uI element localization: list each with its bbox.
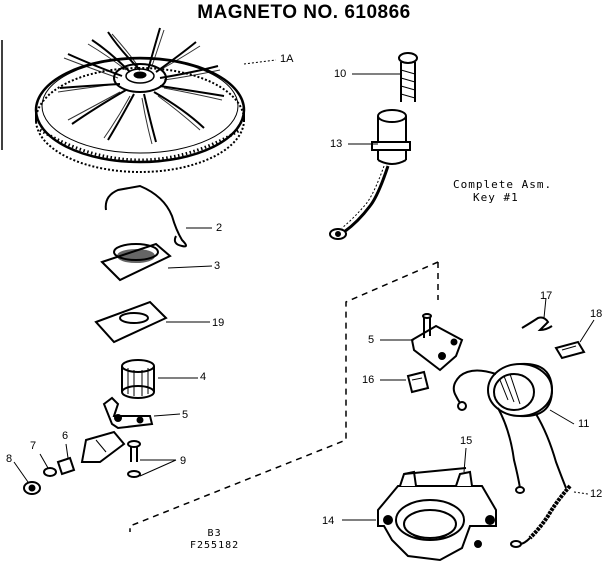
callout-14: 14 bbox=[322, 515, 335, 527]
callout-3: 3 bbox=[214, 260, 221, 272]
callout-4: 4 bbox=[200, 371, 207, 383]
callout-16: 16 bbox=[362, 374, 375, 386]
ground-wire-part bbox=[510, 484, 572, 548]
assembly-dashed-outline bbox=[129, 261, 439, 532]
complete-assembly-note: Complete Asm. Key #1 bbox=[453, 178, 552, 204]
callout-12: 12 bbox=[590, 488, 603, 500]
breaker-arm-part bbox=[23, 430, 126, 495]
note-line-2: Key #1 bbox=[473, 191, 519, 204]
callout-10: 10 bbox=[334, 68, 347, 80]
spring-wire-part bbox=[521, 316, 553, 332]
diagram-title: MAGNETO NO. 610866 bbox=[197, 2, 411, 23]
callout-17: 17 bbox=[540, 290, 553, 302]
bracket-left-part bbox=[102, 396, 154, 430]
callout-7: 7 bbox=[30, 440, 37, 452]
housing-part bbox=[377, 467, 497, 562]
callout-11: 11 bbox=[578, 418, 590, 430]
callout-5-left: 5 bbox=[182, 409, 189, 421]
diagram-code: B3 F255182 bbox=[190, 528, 239, 552]
callout-6: 6 bbox=[62, 430, 69, 442]
screw-10-part bbox=[398, 52, 418, 102]
plate-part bbox=[94, 300, 168, 344]
leader-lines bbox=[13, 59, 595, 521]
cup-washer-part bbox=[100, 242, 172, 282]
spring-clip-part bbox=[104, 184, 187, 248]
coil-part bbox=[452, 362, 567, 494]
clip-part bbox=[554, 340, 586, 360]
callout-19: 19 bbox=[212, 317, 225, 329]
callout-13: 13 bbox=[330, 138, 343, 150]
screw-part bbox=[127, 440, 141, 478]
callout-18: 18 bbox=[590, 308, 603, 320]
note-line-1: Complete Asm. bbox=[453, 178, 553, 191]
callout-5-right: 5 bbox=[368, 334, 375, 346]
callout-1a: 1A bbox=[280, 53, 294, 65]
callout-9: 9 bbox=[180, 455, 187, 467]
bushing-part bbox=[121, 359, 155, 399]
callout-2: 2 bbox=[216, 222, 223, 234]
condenser-part bbox=[329, 109, 411, 240]
callout-8: 8 bbox=[6, 453, 13, 465]
flywheel-part bbox=[34, 27, 246, 173]
breaker-plate-part bbox=[410, 313, 464, 372]
felt-part bbox=[406, 370, 430, 394]
diagram-code-line-2: F255182 bbox=[190, 540, 240, 551]
diagram-code-line-1: B3 bbox=[207, 528, 222, 539]
callout-15: 15 bbox=[460, 435, 473, 447]
